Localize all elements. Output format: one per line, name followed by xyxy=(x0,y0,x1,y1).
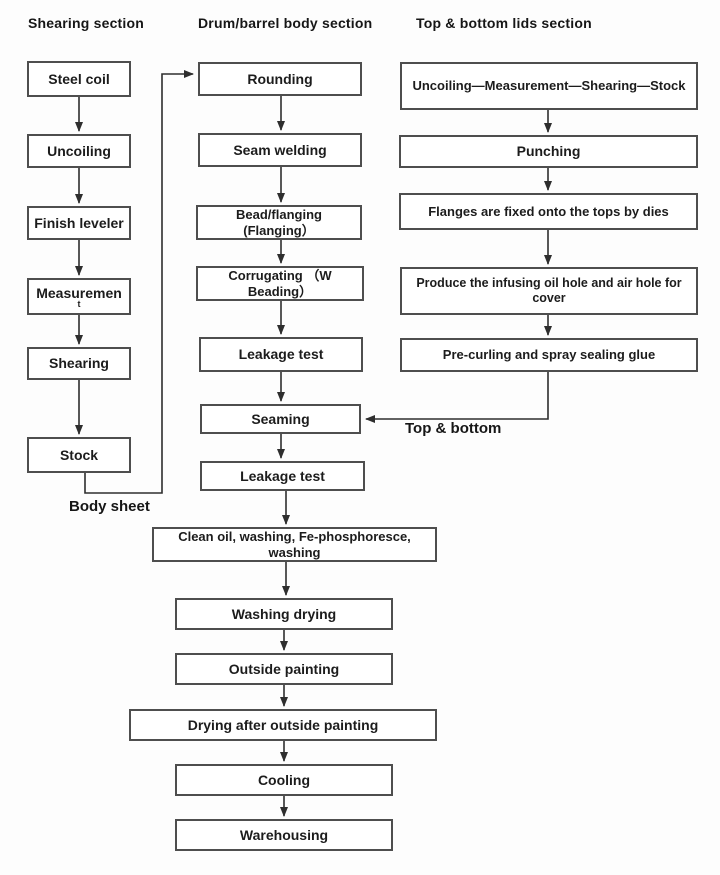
label-top-bottom: Top & bottom xyxy=(405,420,502,437)
node-seam-welding: Seam welding xyxy=(198,133,362,167)
node-flanges-fixed: Flanges are fixed onto the tops by dies xyxy=(399,193,698,230)
node-produce-holes: Produce the infusing oil hole and air ho… xyxy=(400,267,698,315)
node-shearing: Shearing xyxy=(27,347,131,380)
node-corrugating: Corrugating （W Beading） xyxy=(196,266,364,301)
node-rounding: Rounding xyxy=(198,62,362,96)
header-lids-section: Top & bottom lids section xyxy=(416,15,592,31)
label-body-sheet: Body sheet xyxy=(69,498,150,515)
node-lids-uncoiling-line: Uncoiling—Measurement—Shearing—Stock xyxy=(400,62,698,110)
node-cooling: Cooling xyxy=(175,764,393,796)
node-pre-curling: Pre-curling and spray sealing glue xyxy=(400,338,698,372)
node-washing-drying: Washing drying xyxy=(175,598,393,630)
node-bead-flanging: Bead/flanging (Flanging） xyxy=(196,205,362,240)
node-seaming: Seaming xyxy=(200,404,361,434)
node-leakage-test-2: Leakage test xyxy=(200,461,365,491)
header-body-section: Drum/barrel body section xyxy=(198,15,373,31)
node-leakage-test-1: Leakage test xyxy=(199,337,363,372)
node-measurement-line2: t xyxy=(77,299,81,310)
node-outside-painting: Outside painting xyxy=(175,653,393,685)
connector-top-bottom xyxy=(365,372,549,423)
connector-body-sheet xyxy=(84,70,194,494)
node-finish-leveler: Finish leveler xyxy=(27,206,131,240)
node-clean-oil: Clean oil, washing, Fe-phosphoresce, was… xyxy=(152,527,437,562)
node-uncoiling: Uncoiling xyxy=(27,134,131,168)
node-measurement: Measuremen t xyxy=(27,278,131,315)
node-steel-coil: Steel coil xyxy=(27,61,131,97)
node-drying-after: Drying after outside painting xyxy=(129,709,437,741)
node-stock: Stock xyxy=(27,437,131,473)
node-warehousing: Warehousing xyxy=(175,819,393,851)
node-punching: Punching xyxy=(399,135,698,168)
header-shearing-section: Shearing section xyxy=(28,15,145,31)
node-measurement-line1: Measuremen xyxy=(36,284,122,301)
